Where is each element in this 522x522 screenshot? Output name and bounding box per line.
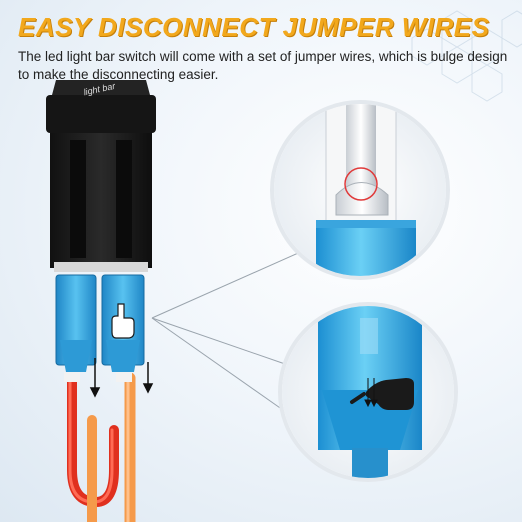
zoom-circle-top	[270, 100, 450, 280]
header: EASY DISCONNECT JUMPER WIRES The led lig…	[18, 12, 508, 84]
rocker-switch: light bar	[46, 80, 156, 272]
down-arrow-icon	[364, 378, 378, 408]
magnifier-circle-icon	[344, 167, 378, 201]
callout-lines	[151, 249, 306, 411]
page-subtitle: The led light bar switch will come with …	[18, 49, 508, 82]
hexagon-pattern	[411, 10, 522, 102]
down-arrow-icon	[89, 358, 101, 398]
page-title: EASY DISCONNECT JUMPER WIRES	[18, 12, 490, 42]
hand-press-icon	[111, 303, 135, 339]
down-arrow-icon	[142, 362, 154, 394]
wires	[67, 372, 136, 522]
hand-press-icon	[350, 378, 414, 410]
jumper-connector-left	[55, 274, 97, 382]
